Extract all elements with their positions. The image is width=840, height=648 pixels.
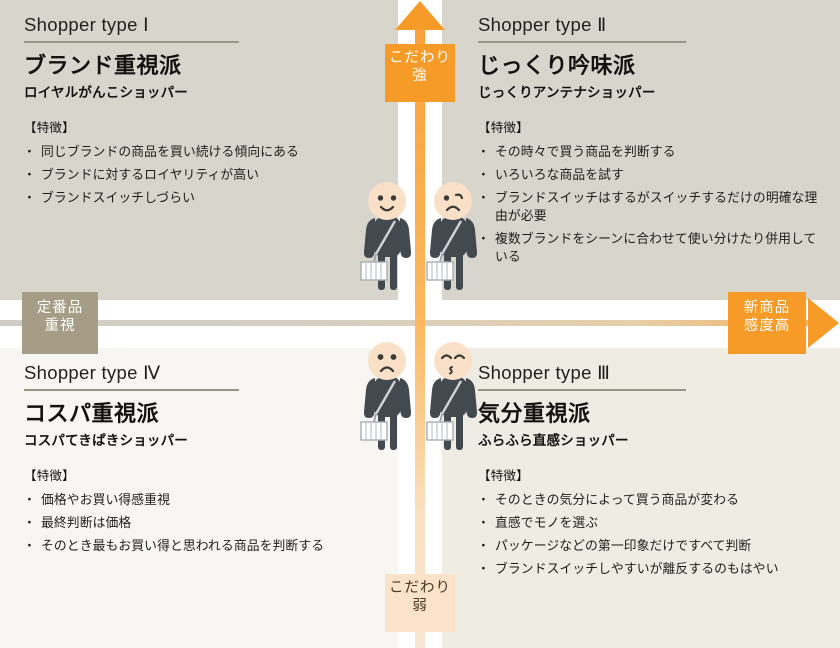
list-item: 最終判断は価格 xyxy=(23,514,384,532)
quadrant-card-type-4: Shopper type Ⅳ コスパ重視派 コスパてきぱきショッパー 【特徴】 … xyxy=(23,362,384,560)
type-label: Shopper type Ⅰ xyxy=(24,14,149,35)
shopper-figure-frowning-icon xyxy=(426,182,478,290)
list-item: ブランドスイッチはするがスイッチするだけの明確な理由が必要 xyxy=(477,189,826,225)
list-item: その時々で買う商品を判断する xyxy=(477,143,826,161)
quadrant-subtitle: コスパてきぱきショッパー xyxy=(24,432,188,448)
shopping-basket-icon xyxy=(426,421,454,441)
type-label: Shopper type Ⅳ xyxy=(24,362,161,383)
axis-label-kodawari-strong: こだわり 強 xyxy=(385,44,455,102)
type-label: Shopper type Ⅱ xyxy=(478,14,607,35)
horizontal-axis-line xyxy=(0,320,815,326)
feature-list: その時々で買う商品を判断する いろいろな商品を試す ブランドスイッチはするがスイ… xyxy=(477,143,826,267)
quadrant-title: じっくり吟味派 xyxy=(478,53,636,78)
axis-label-line1: こだわり xyxy=(389,50,451,66)
list-item: そのときの気分によって買う商品が変わる xyxy=(477,491,826,509)
quadrant-subtitle: じっくりアンテナショッパー xyxy=(478,84,656,100)
type-label: Shopper type Ⅲ xyxy=(478,362,611,383)
list-item: 複数ブランドをシーンに合わせて使い分けたり併用している xyxy=(477,230,826,266)
arrow-up-icon xyxy=(395,1,445,30)
quadrant-title: 気分重視派 xyxy=(478,401,591,426)
axis-label-line1: 新商品 xyxy=(743,300,791,316)
quadrant-card-type-1: Shopper type Ⅰ ブランド重視派 ロイヤルがんこショッパー 【特徴】… xyxy=(23,14,384,212)
list-item: ブランドスイッチしやすいが離反するのもはやい xyxy=(477,560,826,578)
shopper-figures-top xyxy=(357,174,483,300)
feature-list: そのときの気分によって買う商品が変わる 直感でモノを選ぶ パッケージなどの第一印… xyxy=(477,491,826,579)
axis-label-new-product-sensitive: 新商品 感度高 xyxy=(728,292,806,354)
axis-label-line2: 感度高 xyxy=(743,317,791,334)
list-item: パッケージなどの第一印象だけですべて判断 xyxy=(477,537,826,555)
shopper-figure-whistling-icon xyxy=(426,342,478,450)
axis-label-line2: 重視 xyxy=(44,317,76,334)
arrow-right-icon xyxy=(808,298,839,348)
quadrant-card-type-2: Shopper type Ⅱ じっくり吟味派 じっくりアンテナショッパー 【特徴… xyxy=(477,14,826,272)
list-item: そのとき最もお買い得と思われる商品を判断する xyxy=(23,537,384,555)
shopping-basket-icon xyxy=(360,421,388,441)
feature-heading: 【特徴】 xyxy=(24,468,75,483)
vertical-axis-line xyxy=(415,22,425,648)
shopping-basket-icon xyxy=(360,261,388,281)
list-item: いろいろな商品を試す xyxy=(477,166,826,184)
type-underline xyxy=(478,389,686,391)
type-underline xyxy=(24,389,239,391)
list-item: ブランドに対するロイヤリティが高い xyxy=(23,166,384,184)
type-underline xyxy=(478,41,686,43)
list-item: 同じブランドの商品を買い続ける傾向にある xyxy=(23,143,384,161)
shopper-figures-bottom xyxy=(357,334,483,460)
type-underline xyxy=(24,41,239,43)
feature-heading: 【特徴】 xyxy=(478,468,529,483)
feature-heading: 【特徴】 xyxy=(24,120,75,135)
quadrant-title: ブランド重視派 xyxy=(24,53,182,78)
list-item: ブランドスイッチしづらい xyxy=(23,189,384,207)
feature-list: 同じブランドの商品を買い続ける傾向にある ブランドに対するロイヤリティが高い ブ… xyxy=(23,143,384,208)
axis-label-standard-focus: 定番品 重視 xyxy=(22,292,98,354)
feature-heading: 【特徴】 xyxy=(478,120,529,135)
quadrant-card-type-3: Shopper type Ⅲ 気分重視派 ふらふら直感ショッパー 【特徴】 その… xyxy=(477,362,826,583)
axis-label-line2: 強 xyxy=(412,67,428,84)
quadrant-subtitle: ふらふら直感ショッパー xyxy=(478,432,629,448)
list-item: 価格やお買い得感重視 xyxy=(23,491,384,509)
shopping-basket-icon xyxy=(426,261,454,281)
axis-label-line1: 定番品 xyxy=(36,300,84,316)
axis-label-kodawari-weak: こだわり 弱 xyxy=(385,574,455,632)
feature-list: 価格やお買い得感重視 最終判断は価格 そのとき最もお買い得と思われる商品を判断す… xyxy=(23,491,384,556)
axis-label-line2: 弱 xyxy=(412,597,428,614)
quadrant-subtitle: ロイヤルがんこショッパー xyxy=(24,84,188,100)
list-item: 直感でモノを選ぶ xyxy=(477,514,826,532)
shopper-figure-smiling-icon xyxy=(360,182,412,290)
axis-label-line1: こだわり xyxy=(389,580,451,596)
shopper-figure-sad-icon xyxy=(360,342,412,450)
quadrant-title: コスパ重視派 xyxy=(24,401,160,426)
